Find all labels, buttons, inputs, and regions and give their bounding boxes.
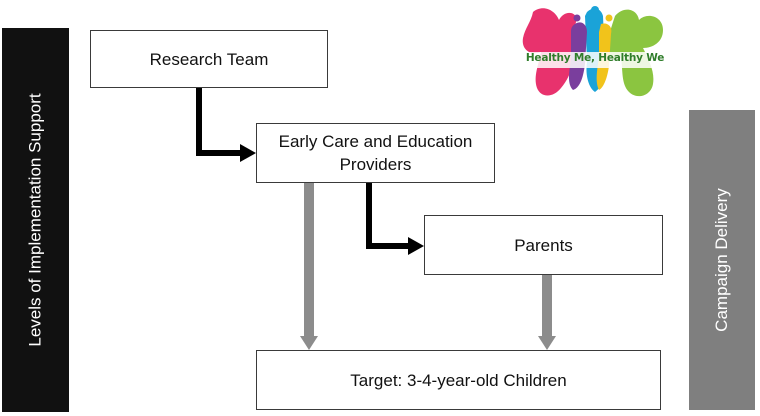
parents-label: Parents bbox=[514, 235, 573, 255]
ece-providers-label-line2: Providers bbox=[339, 155, 412, 174]
parents-box: Parents bbox=[424, 215, 663, 275]
campaign-delivery-bar: Campaign Delivery bbox=[689, 110, 755, 410]
levels-of-implementation-support-bar: Levels of Implementation Support bbox=[2, 28, 69, 412]
arrowhead-research-to-ece bbox=[240, 144, 256, 162]
ece-providers-label-line1: Early Care and Education bbox=[278, 132, 473, 151]
arrowhead-ece-to-target bbox=[300, 336, 318, 350]
arrow-research-to-ece bbox=[196, 88, 248, 156]
arrow-ece-to-parents bbox=[366, 183, 416, 249]
healthy-me-healthy-we-logo: Healthy Me, Healthy We bbox=[515, 2, 675, 104]
arrow-parents-to-target bbox=[542, 275, 552, 338]
arrow-ece-to-target bbox=[304, 183, 314, 338]
logo-text: Healthy Me, Healthy We bbox=[525, 52, 665, 64]
target-label: Target: 3-4-year-old Children bbox=[350, 370, 567, 390]
target-children-box: Target: 3-4-year-old Children bbox=[256, 350, 661, 410]
ece-providers-box: Early Care and Education Providers bbox=[256, 123, 495, 183]
research-team-box: Research Team bbox=[90, 30, 328, 88]
research-team-label: Research Team bbox=[149, 49, 269, 69]
arrowhead-parents-to-target bbox=[538, 336, 556, 350]
arrowhead-ece-to-parents bbox=[408, 237, 424, 255]
